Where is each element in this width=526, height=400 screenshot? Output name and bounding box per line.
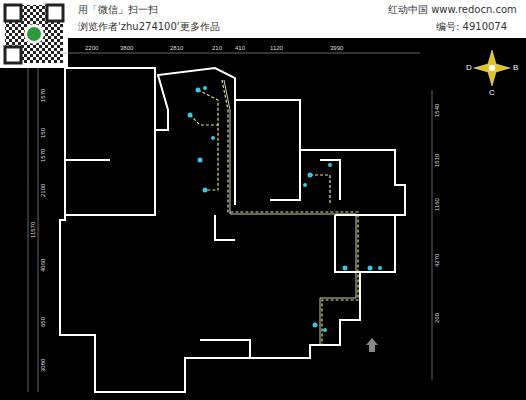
header-text: 编号: 4910074	[436, 22, 507, 32]
dimension-text: 3990	[330, 45, 343, 51]
walls	[60, 68, 405, 392]
entry-arrow	[366, 338, 378, 352]
dimension-text: 2100	[40, 183, 46, 196]
dimension-lines	[28, 53, 432, 392]
dimension-text: 1540	[434, 103, 440, 116]
dimension-text: 650	[40, 317, 46, 327]
dimension-text: 11570	[30, 222, 36, 238]
dimension-text: 2810	[170, 45, 183, 51]
header-text: 用「微信」扫一扫	[78, 5, 158, 15]
dimension-text: 210	[212, 45, 222, 51]
dimension-text: 2200	[85, 45, 98, 51]
header-band	[0, 0, 526, 38]
dimension-text: 150	[40, 128, 46, 138]
dimension-text: 410	[235, 45, 245, 51]
wiring-white	[224, 80, 356, 345]
dimension-text: 1570	[40, 148, 46, 161]
dimension-text: 1160	[434, 199, 440, 212]
compass-letter: B	[513, 64, 518, 72]
dimension-text: 3080	[40, 358, 46, 371]
compass	[474, 50, 510, 86]
dimension-text: 4060	[40, 258, 46, 271]
fixture-dots	[188, 86, 383, 332]
header-text: 红动中国 www.redocn.com	[388, 5, 517, 15]
dimension-text: 4270	[434, 253, 440, 266]
compass-letter: D	[466, 64, 472, 72]
dimension-text: 1570	[40, 88, 46, 101]
qr-code	[0, 0, 68, 68]
dimension-text: 1510	[434, 153, 440, 166]
header-text: 浏览作者'zhu274100'更多作品	[78, 22, 220, 32]
wiring	[190, 80, 358, 345]
compass-letter: C	[489, 89, 495, 97]
dimension-text: 3800	[120, 45, 133, 51]
dimension-text: 260	[434, 313, 440, 323]
dimension-text: 1120	[270, 45, 283, 51]
